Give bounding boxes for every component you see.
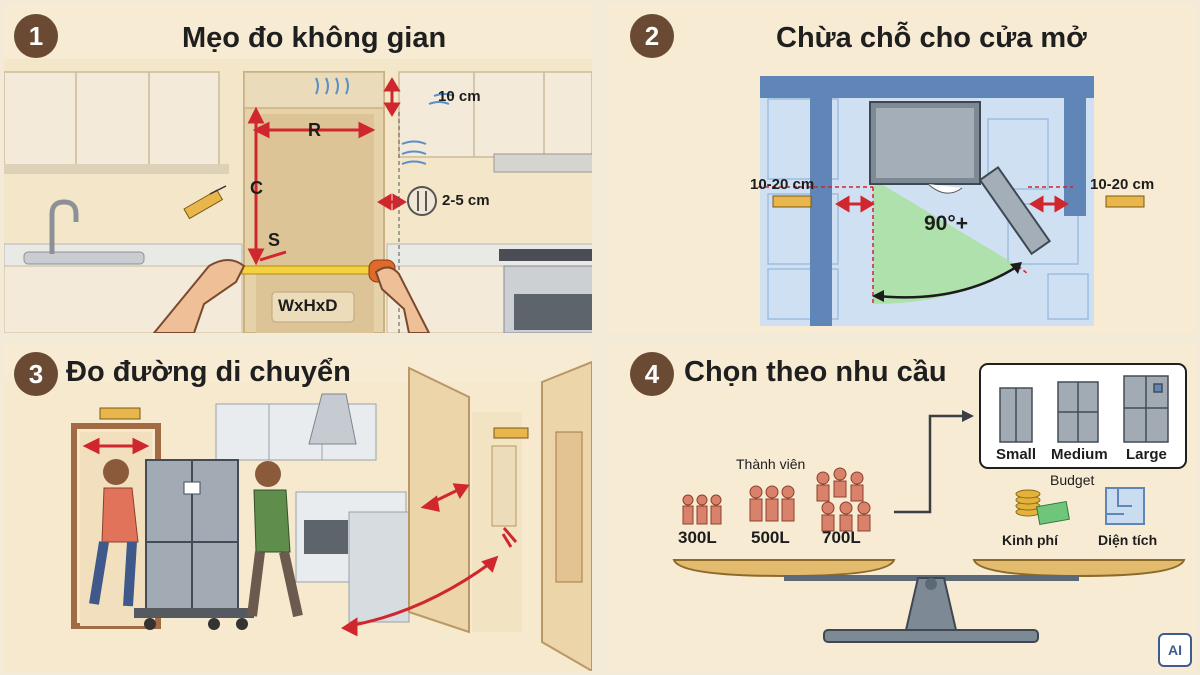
members-label: Thành viên xyxy=(736,456,806,472)
height-label: C xyxy=(250,178,263,198)
size-small: Small xyxy=(996,446,1037,463)
panel-title: Đo đường di chuyển xyxy=(66,356,351,388)
right-gap-label: 10-20 cm xyxy=(1090,176,1155,193)
angle-label: 90°+ xyxy=(924,212,969,235)
factor-area: Diện tích xyxy=(1098,532,1158,548)
step-badge: 3 xyxy=(14,352,58,396)
capacity-500: 500L xyxy=(751,528,790,547)
panel-title: Chừa chỗ cho cửa mở xyxy=(776,22,1087,54)
left-gap-label: 10-20 cm xyxy=(750,176,815,193)
factor-budget: Kinh phí xyxy=(1002,532,1058,548)
capacity-700: 700L xyxy=(822,528,861,547)
capacity-300: 300L xyxy=(678,528,717,547)
panel-measure-space: 1 Mẹo đo không gian R C S WxHxD 10 cm 2-… xyxy=(4,4,592,333)
side-gap-label: 2-5 cm xyxy=(442,192,490,209)
panel-door-clearance: 2 Chừa chỗ cho cửa mở 10-20 cm 10-20 cm … xyxy=(608,4,1196,333)
depth-label: S xyxy=(268,230,281,250)
needs-balance-illustration xyxy=(672,363,1187,643)
top-gap-label: 10 cm xyxy=(438,88,481,105)
width-label: R xyxy=(308,120,321,140)
moving-path-illustration xyxy=(4,360,592,671)
panel-title: Chọn theo nhu cầu xyxy=(684,356,947,388)
size-medium: Medium xyxy=(1051,446,1108,463)
kitchen-measure-illustration xyxy=(4,59,592,333)
step-badge: 4 xyxy=(630,352,674,396)
budget-label: Budget xyxy=(1050,472,1095,488)
size-large: Large xyxy=(1126,446,1167,463)
formula-label: WxHxD xyxy=(278,296,338,315)
step-badge: 1 xyxy=(14,14,58,58)
step-badge: 2 xyxy=(630,14,674,58)
panel-moving-path: 3 Đo đường di chuyển xyxy=(4,342,592,671)
panel-choose-by-needs: 4 Chọn theo nhu cầu Thành viên 300L 500L… xyxy=(608,342,1196,671)
panel-title: Mẹo đo không gian xyxy=(182,22,447,54)
door-clearance-blueprint xyxy=(758,76,1145,326)
ai-watermark-icon: AI xyxy=(1158,633,1192,667)
